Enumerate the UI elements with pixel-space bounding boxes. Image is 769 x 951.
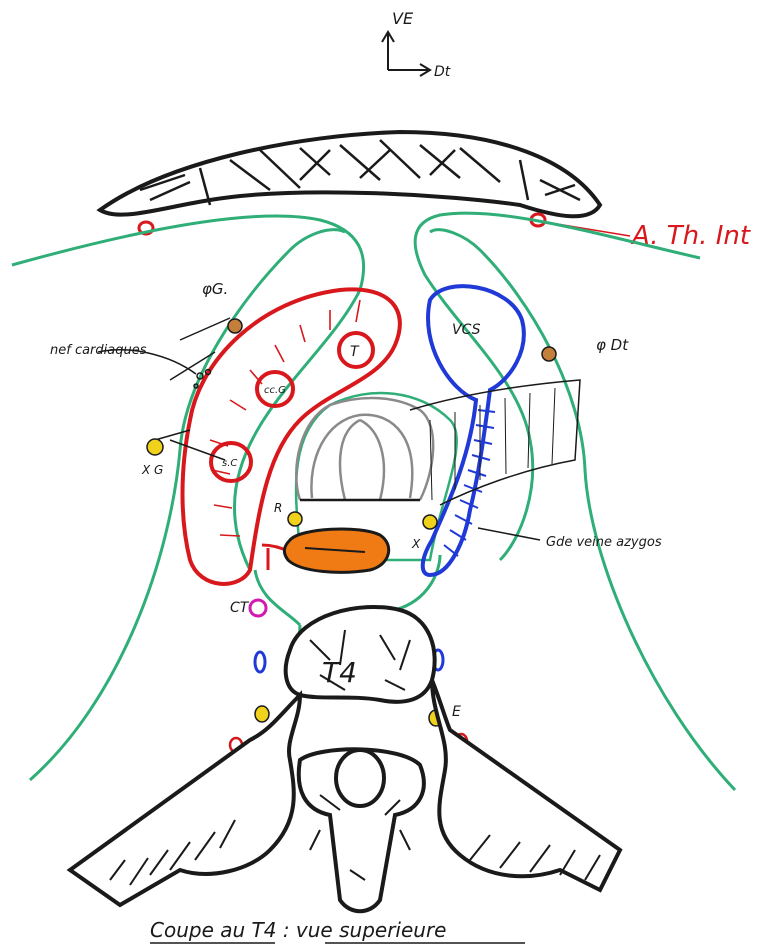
esophagus xyxy=(284,529,388,572)
orientation-right-label: Dt xyxy=(434,64,451,80)
caption: Coupe au T4 : vue superieure xyxy=(150,918,446,942)
gde-veine-azygos-label: Gde veine azygos xyxy=(546,535,662,550)
orientation-axes xyxy=(382,32,430,76)
right-phrenic-nerve xyxy=(542,347,556,361)
orientation-up-label: VE xyxy=(392,9,414,28)
thoracic-duct xyxy=(250,600,266,616)
x-left-label: X G xyxy=(141,463,163,477)
cardiac-nerves xyxy=(98,318,230,460)
tronc-label: T xyxy=(350,344,360,360)
vcs-label: VCS xyxy=(452,322,481,338)
nerf-cardiaque-label: nef cardiaques xyxy=(50,343,147,358)
pleura xyxy=(12,213,735,790)
x-right-label: X xyxy=(411,537,421,551)
vertebra-t4 xyxy=(70,607,620,911)
left-phrenic-nerve xyxy=(228,319,242,333)
r-label: R xyxy=(274,501,282,515)
sternum xyxy=(100,132,600,216)
ct-label: CT xyxy=(230,600,250,616)
e-label: E xyxy=(452,704,461,720)
t4-label: T4 xyxy=(322,656,357,689)
azygos-leader xyxy=(478,528,540,540)
cc-g-label: cc.G xyxy=(264,385,286,396)
phi-g-label: φG. xyxy=(202,280,228,298)
phi-dt-label: φ Dt xyxy=(596,336,629,354)
trachea xyxy=(296,398,433,500)
